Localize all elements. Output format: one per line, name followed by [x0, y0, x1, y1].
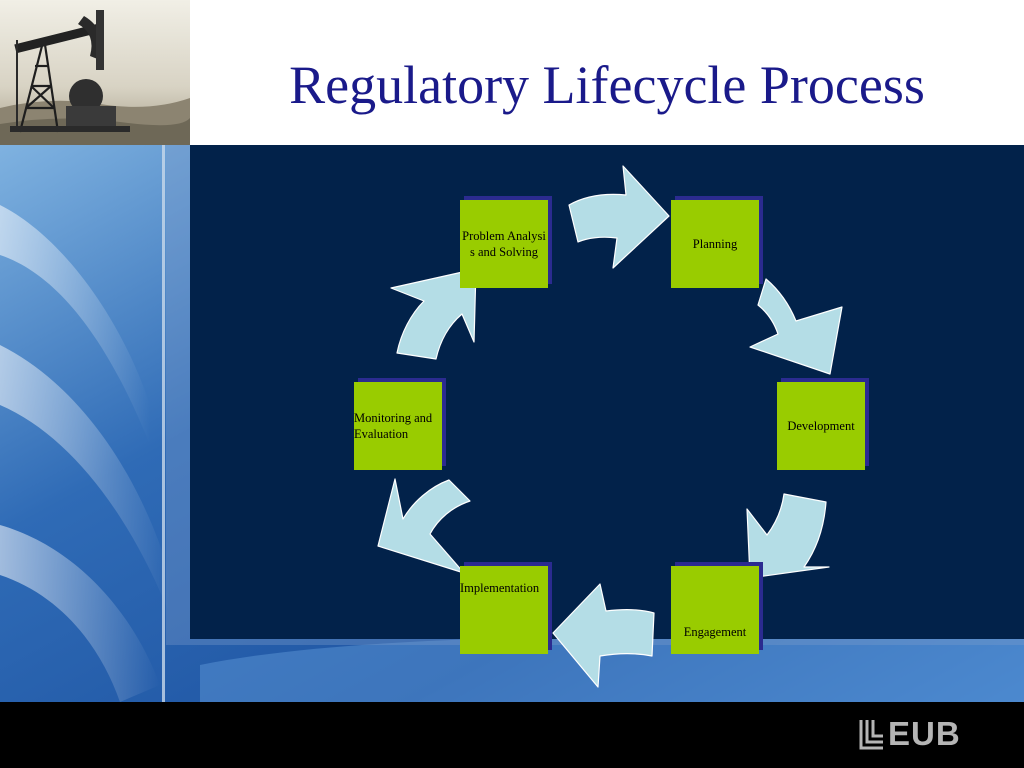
arrow-engagement-to-implementation [552, 583, 655, 688]
eub-logo: EUB [858, 716, 1008, 752]
stage-label: Implementation [460, 581, 540, 595]
arrow-monitoring-to-problem [390, 268, 477, 360]
stage-label: Planning [692, 237, 738, 251]
arrow-planning-to-development [749, 278, 843, 375]
slide-title: Regulatory Lifecycle Process [289, 55, 925, 115]
arrow-implementation-to-monitoring [377, 478, 471, 574]
stage-monitoring-evaluation: Monitoring and Evaluation [354, 382, 442, 470]
stage-development: Development [777, 382, 865, 470]
eub-logo-icon [859, 720, 883, 750]
slide-footer [0, 702, 1024, 768]
stage-planning: Planning [671, 200, 759, 288]
arrow-development-to-engagement [746, 493, 830, 579]
stage-label: Development [787, 419, 855, 433]
stage-engagement: Engagement [671, 566, 759, 654]
oil-pumpjack-photo [0, 0, 190, 145]
eub-logo-text: EUB [888, 715, 961, 752]
stage-label: Engagement [683, 625, 747, 639]
slide-header: Regulatory Lifecycle Process [0, 0, 1024, 145]
stage-label: Monitoring and Evaluation [354, 411, 433, 441]
arrow-problem-to-planning [568, 165, 670, 269]
stage-implementation: Implementation [460, 566, 548, 654]
stage-label: Problem Analysis and Solving [462, 229, 546, 259]
stage-problem-analysis: Problem Analysis and Solving [460, 200, 548, 288]
